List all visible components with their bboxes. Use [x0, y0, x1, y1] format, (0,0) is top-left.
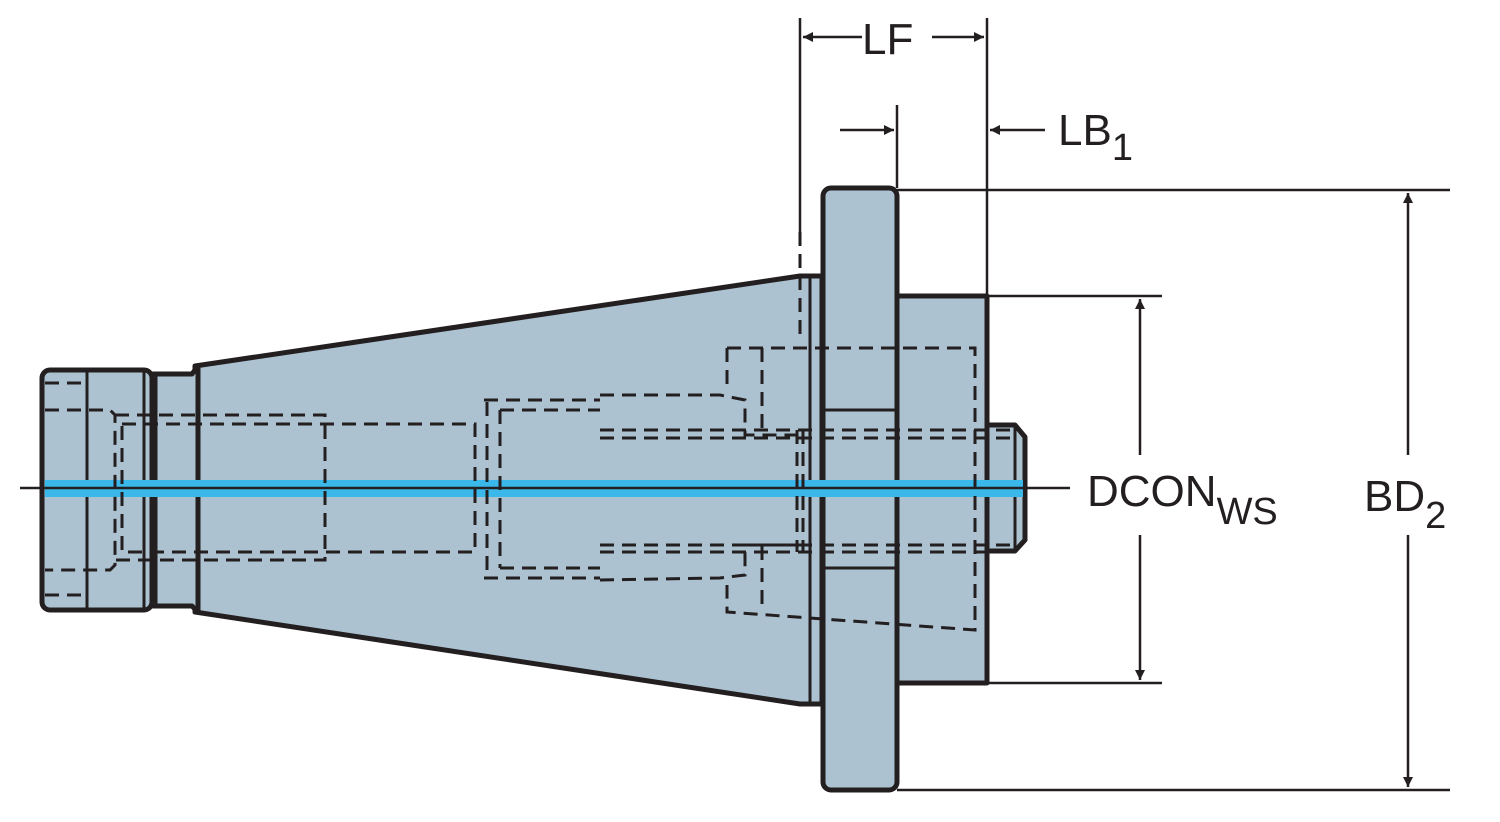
bd2-sub: 2 — [1425, 495, 1446, 537]
hidden-lines — [45, 232, 1015, 632]
bd2-main: BD — [1364, 472, 1425, 521]
lb1-sub: 1 — [1112, 127, 1133, 169]
lb1-label: LB1 — [1058, 106, 1133, 169]
lb1-main: LB — [1058, 106, 1112, 155]
bd2-label: BD2 — [1364, 472, 1446, 537]
dconws-main: DCON — [1087, 467, 1217, 516]
lf-label: LF — [862, 15, 913, 64]
dconws-label: DCONWS — [1087, 467, 1278, 533]
dconws-sub: WS — [1217, 491, 1278, 533]
dimension-lines — [798, 18, 1450, 792]
